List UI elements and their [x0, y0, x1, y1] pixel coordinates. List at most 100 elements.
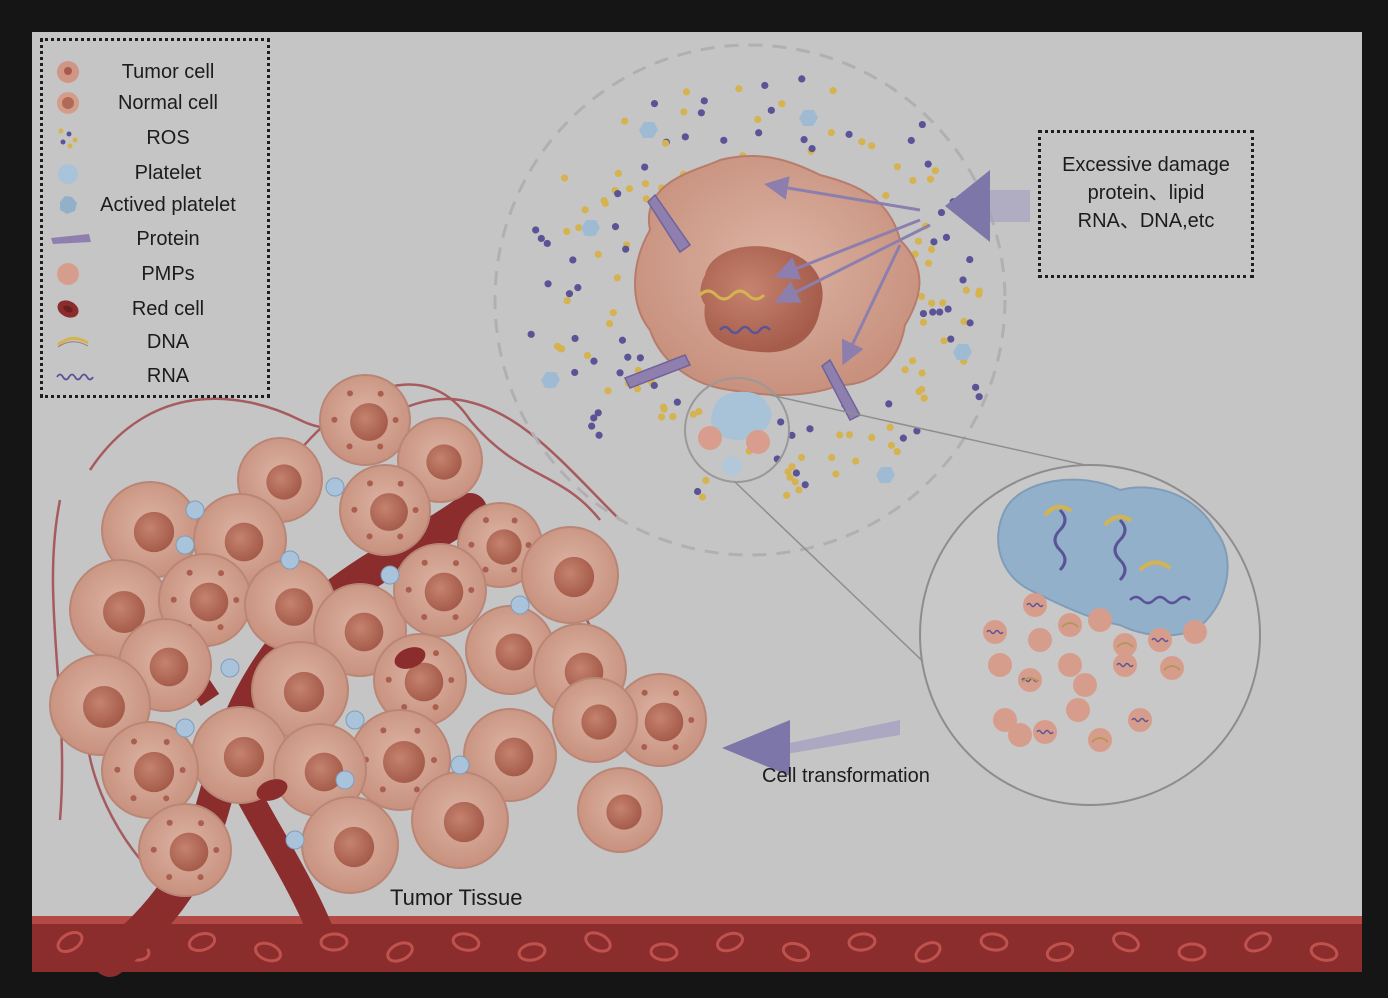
ros-dot [581, 206, 589, 214]
ros-dot [600, 196, 608, 205]
tissue-platelet [220, 658, 240, 678]
platelet-icon [58, 164, 78, 184]
ros-dot [695, 407, 703, 416]
tissue-cell [349, 709, 451, 811]
red-cell [451, 932, 481, 952]
red-cell [781, 941, 811, 963]
pmp [1066, 698, 1090, 722]
red-cell [1309, 942, 1339, 962]
damage-line-2: protein、lipid [1087, 182, 1205, 204]
blood-vessel-floor [32, 916, 1362, 972]
pmp [983, 620, 1007, 644]
legend-item-pmps: PMPs [43, 259, 273, 289]
ros-dot [962, 286, 970, 294]
ros-dot [611, 223, 620, 231]
ros-dot [868, 433, 876, 442]
pmp [1113, 653, 1137, 677]
ros-dot [571, 334, 579, 343]
ros-dot [966, 255, 974, 264]
ros-dot [947, 335, 955, 343]
red-cell [649, 942, 679, 962]
legend-item-ros: ROS [43, 123, 273, 153]
pmp [1113, 633, 1137, 657]
ros-dot [845, 431, 854, 439]
ros-dot [613, 274, 621, 282]
ros-dot [920, 394, 928, 402]
ros-dot [633, 385, 642, 393]
ros-dot [930, 238, 938, 246]
ros-dot [914, 237, 923, 245]
tumor-tissue-label: Tumor Tissue [390, 885, 523, 910]
ros-dot [944, 305, 952, 313]
ros-dot [908, 357, 917, 365]
pmp [1008, 723, 1032, 747]
ros-dot [928, 299, 936, 307]
activated-platelet [541, 372, 560, 388]
tissue-cell [244, 559, 336, 651]
platelet-cluster [684, 377, 790, 483]
tissue-platelet [510, 595, 530, 615]
legend-item-tumor-cell: Tumor cell [43, 57, 273, 87]
legend-item-platelet: Platelet [43, 158, 273, 188]
ros-dot [959, 276, 967, 284]
ros-dot [882, 191, 890, 200]
ros-dot [614, 190, 622, 198]
ros-dot [926, 175, 935, 183]
pmp [1148, 628, 1172, 652]
ros-dot [594, 409, 602, 417]
ros-dot [960, 317, 968, 325]
ros-dot [563, 227, 571, 236]
ros-dot [777, 418, 785, 426]
red-cell [1045, 942, 1075, 962]
ros-dot [852, 457, 860, 465]
ros-dot [575, 224, 583, 232]
pmp [1128, 708, 1152, 732]
ros-dot [588, 422, 596, 430]
ros-dot [590, 357, 598, 365]
ros-dot [917, 292, 926, 301]
ros-dot [858, 138, 866, 146]
ros-dot [806, 425, 814, 433]
ros-dot [754, 115, 762, 124]
ros-dot [975, 393, 983, 401]
ros-dot [907, 136, 915, 145]
ros-dot [783, 491, 791, 499]
ros-dot [590, 414, 598, 422]
tissue-platelet [175, 718, 195, 738]
ros-dot [924, 259, 933, 267]
ros-dot [657, 413, 666, 421]
ros-dot [594, 250, 602, 258]
ros-dot [940, 337, 948, 345]
ros-dot [624, 353, 632, 361]
red-cell [979, 932, 1009, 952]
pmp [1088, 608, 1112, 632]
ros-dot [595, 431, 603, 439]
ros-dot [919, 309, 928, 318]
ros-dot [885, 400, 893, 408]
tissue-cell [319, 374, 411, 466]
ros-dot [784, 468, 792, 476]
legend-item-activated-platelet: Actived platelet [43, 190, 273, 220]
damage-line-1: Excessive damage [1062, 154, 1230, 176]
legend-item-rna: RNA [43, 361, 273, 391]
red-cell [517, 942, 547, 962]
ros-dot [661, 139, 670, 147]
tissue-platelet [325, 477, 345, 497]
red-cell [715, 931, 745, 953]
cell-transformation-arrow [722, 720, 900, 776]
ros-dot [660, 405, 668, 413]
ros-dot [571, 368, 579, 377]
tissue-platelet [285, 830, 305, 850]
ros-dot [650, 99, 659, 108]
ros-dot [697, 109, 705, 117]
ros-dot [886, 423, 894, 431]
tissue-platelet [175, 535, 195, 555]
ros-dot [543, 239, 551, 248]
pmp [1028, 628, 1052, 652]
tissue-cell [463, 708, 557, 802]
red-cell [319, 932, 349, 952]
ros-dot [893, 448, 901, 456]
ros-dot [929, 308, 937, 316]
activated-platelet [581, 220, 600, 236]
cell-transformation-label: Cell transformation [762, 765, 930, 787]
